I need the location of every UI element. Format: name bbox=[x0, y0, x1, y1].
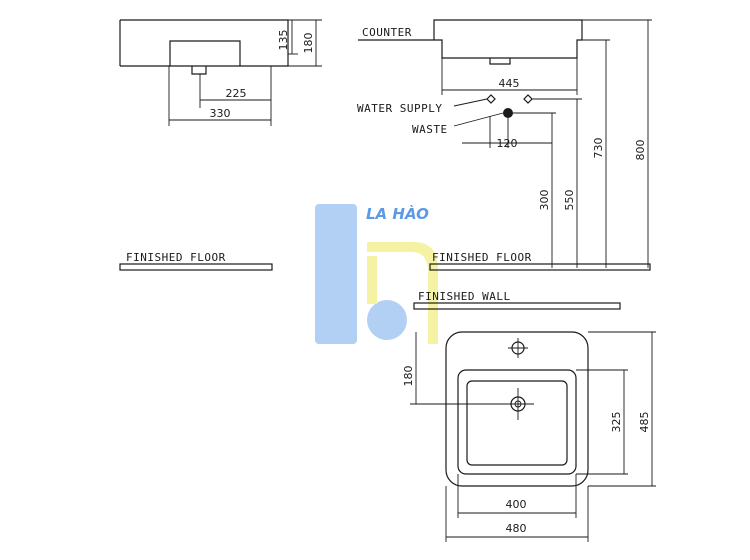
floor-left: FINISHED FLOOR bbox=[119, 251, 273, 271]
dim-180-side: 180 bbox=[302, 33, 315, 54]
label-finished-floor-left: FINISHED FLOOR bbox=[126, 251, 226, 264]
dim-325: 325 bbox=[610, 412, 623, 433]
dim-485: 485 bbox=[638, 412, 651, 433]
dim-445: 445 bbox=[499, 77, 520, 90]
front-view: COUNTER 445 WATER SUPPLY WASTE 120 300 5… bbox=[357, 19, 652, 271]
label-finished-floor-right: FINISHED FLOOR bbox=[432, 251, 532, 264]
dim-120: 120 bbox=[497, 137, 518, 150]
watermark-logo: LA HÀO bbox=[315, 204, 438, 344]
dim-800: 800 bbox=[634, 140, 647, 161]
dim-330: 330 bbox=[210, 107, 231, 120]
basin-rim bbox=[457, 369, 577, 475]
dim-135: 135 bbox=[277, 30, 290, 51]
dim-180-plan: 180 bbox=[402, 366, 415, 387]
finished-floor-right bbox=[429, 263, 651, 271]
dim-730: 730 bbox=[592, 138, 605, 159]
dim-225: 225 bbox=[226, 87, 247, 100]
label-water-supply: WATER SUPPLY bbox=[357, 102, 442, 115]
logo-blue-bar bbox=[315, 204, 357, 344]
logo-yellow-arch bbox=[367, 242, 438, 344]
dim-550: 550 bbox=[563, 190, 576, 211]
label-finished-wall: FINISHED WALL bbox=[418, 290, 511, 303]
label-waste: WASTE bbox=[412, 123, 448, 136]
basin-outer bbox=[445, 331, 589, 487]
label-counter: COUNTER bbox=[362, 26, 412, 39]
logo-yellow-bar bbox=[367, 256, 377, 304]
side-view-left: 135 180 225 330 bbox=[119, 19, 322, 126]
logo-text: LA HÀO bbox=[366, 204, 429, 223]
dim-300: 300 bbox=[538, 190, 551, 211]
dim-400: 400 bbox=[506, 498, 527, 511]
finished-wall bbox=[413, 302, 621, 310]
dim-480: 480 bbox=[506, 522, 527, 535]
basin-bowl bbox=[466, 380, 568, 466]
plan-view: FINISHED WALL 180 325 485 400 bbox=[402, 290, 656, 542]
logo-blue-circle bbox=[367, 300, 407, 340]
